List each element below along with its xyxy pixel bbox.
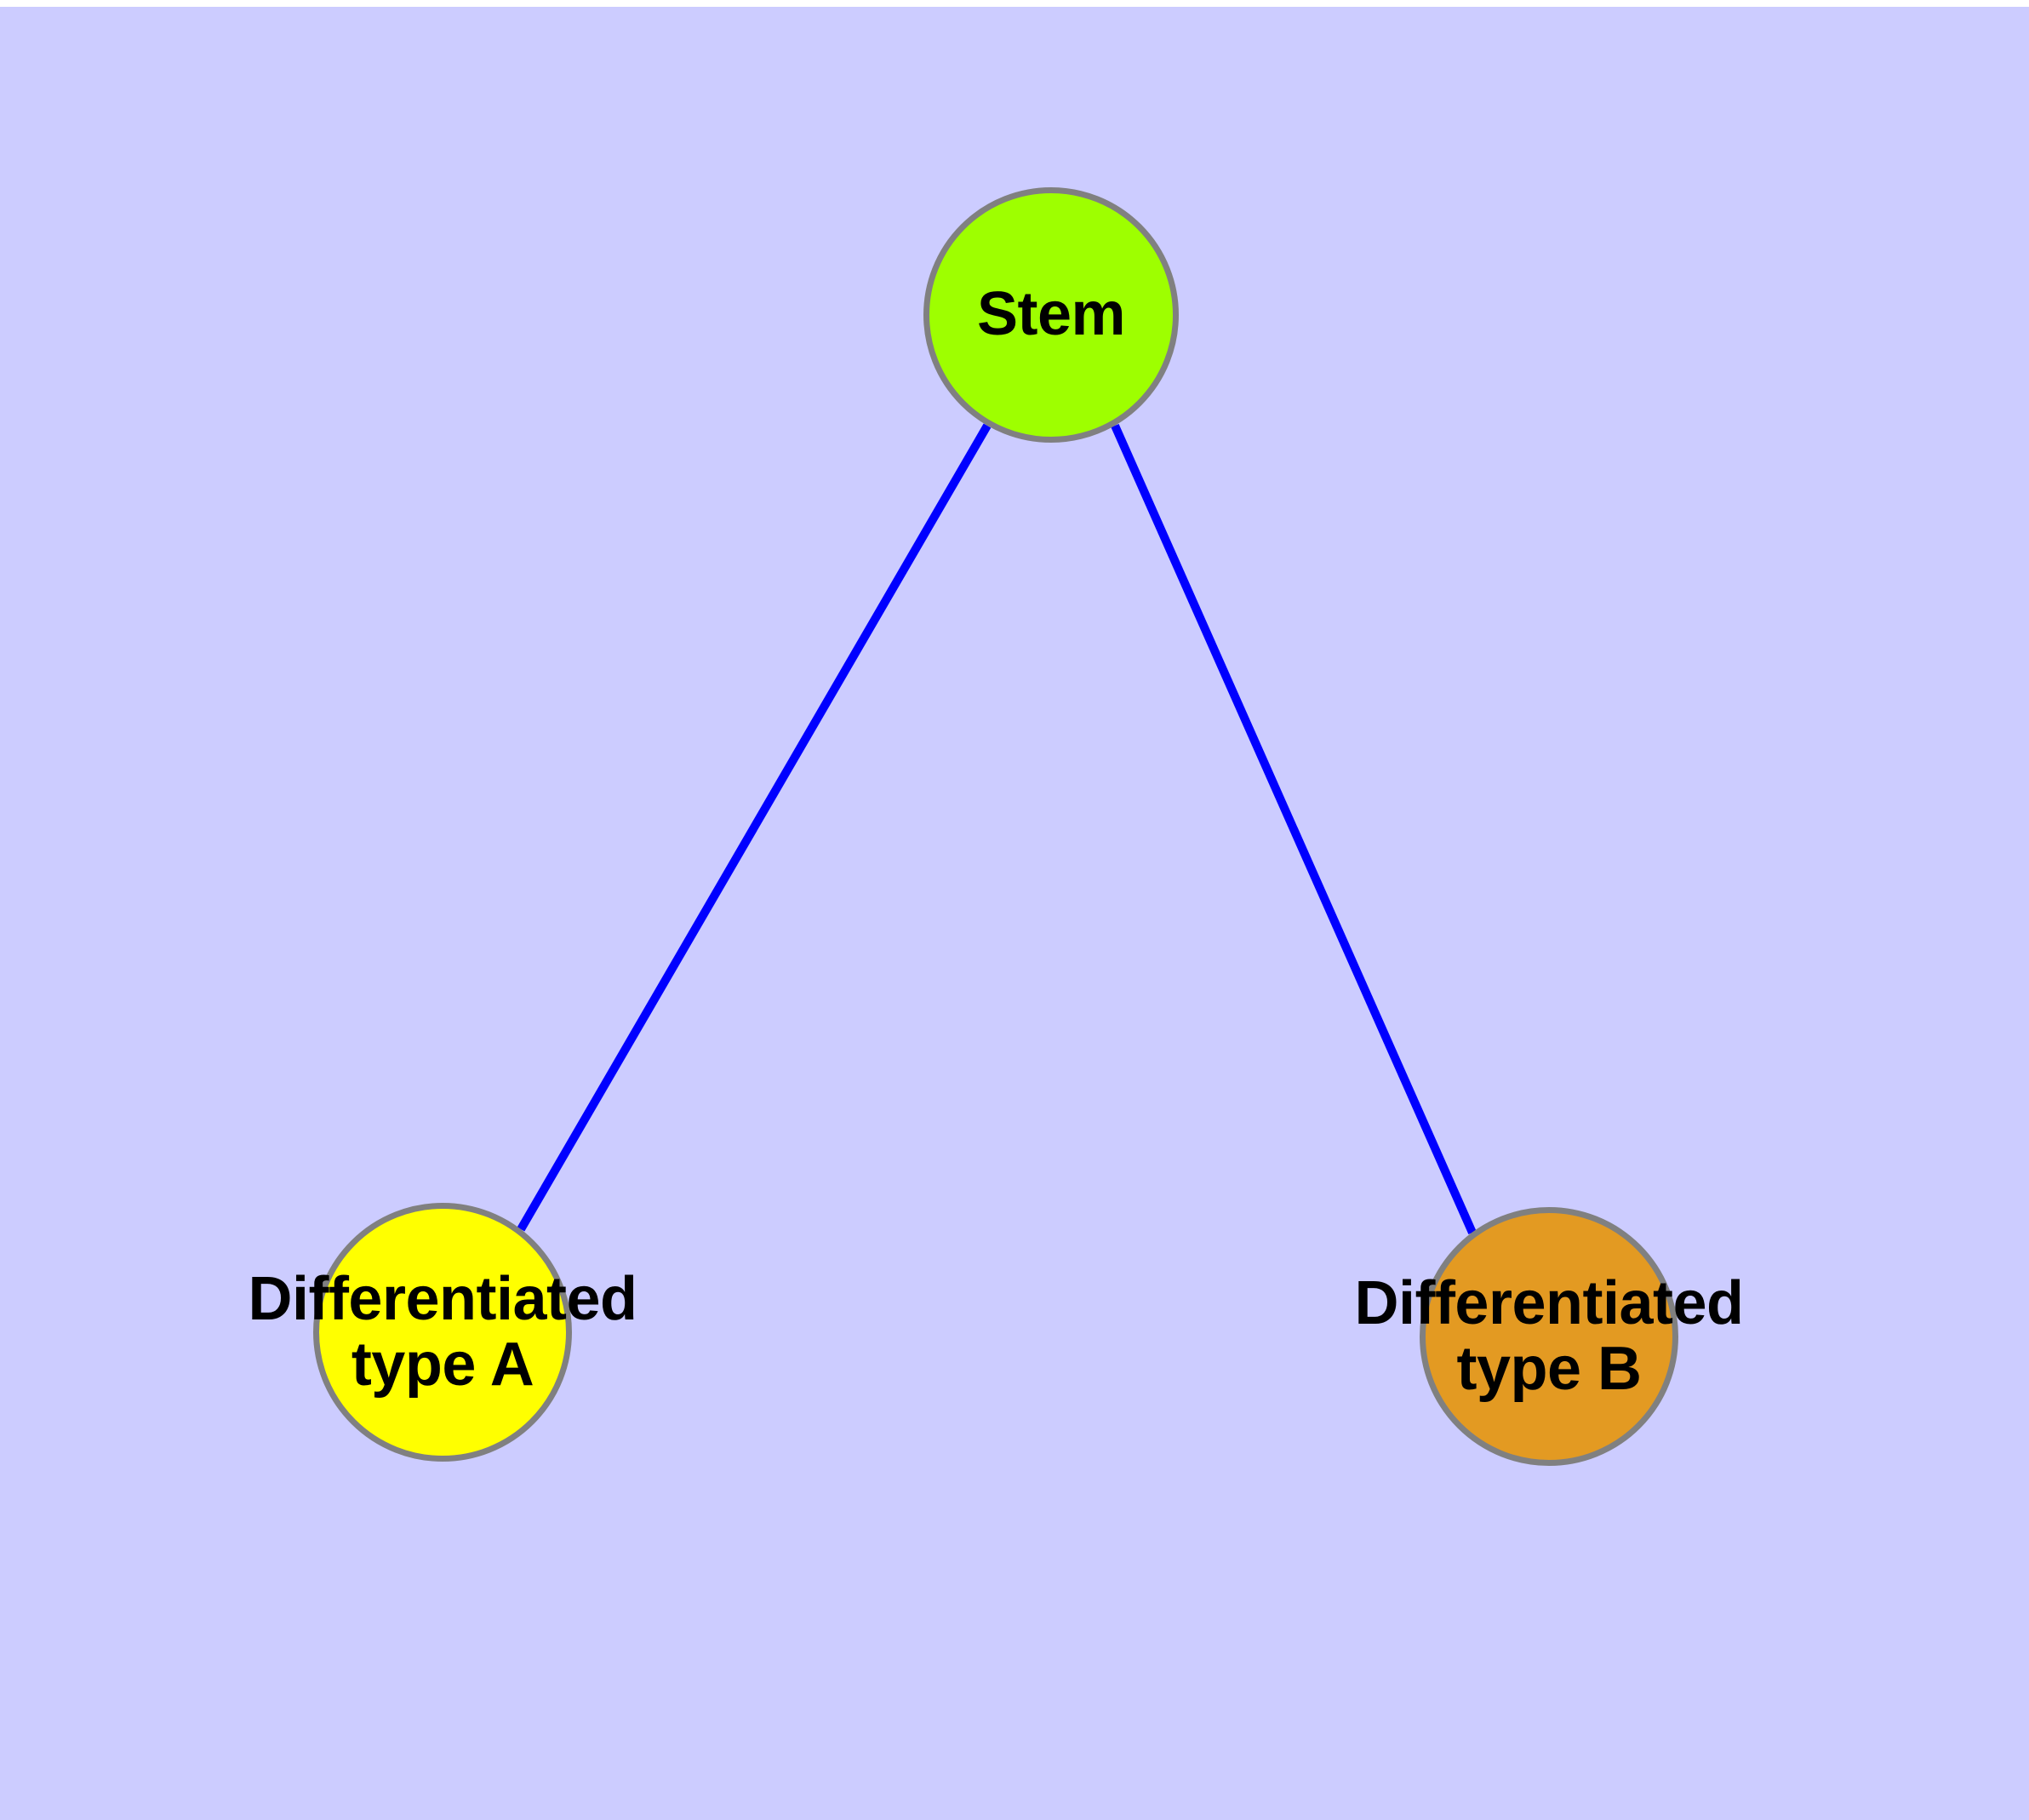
edge-stem-to-differentiated-type-b[interactable] [1111, 423, 1477, 1235]
edge-stem-to-differentiated-type-a[interactable] [517, 423, 992, 1232]
node-differentiated-type-b[interactable] [1420, 1207, 1678, 1466]
node-stem[interactable] [923, 187, 1179, 443]
node-differentiated-type-a[interactable] [313, 1203, 572, 1462]
